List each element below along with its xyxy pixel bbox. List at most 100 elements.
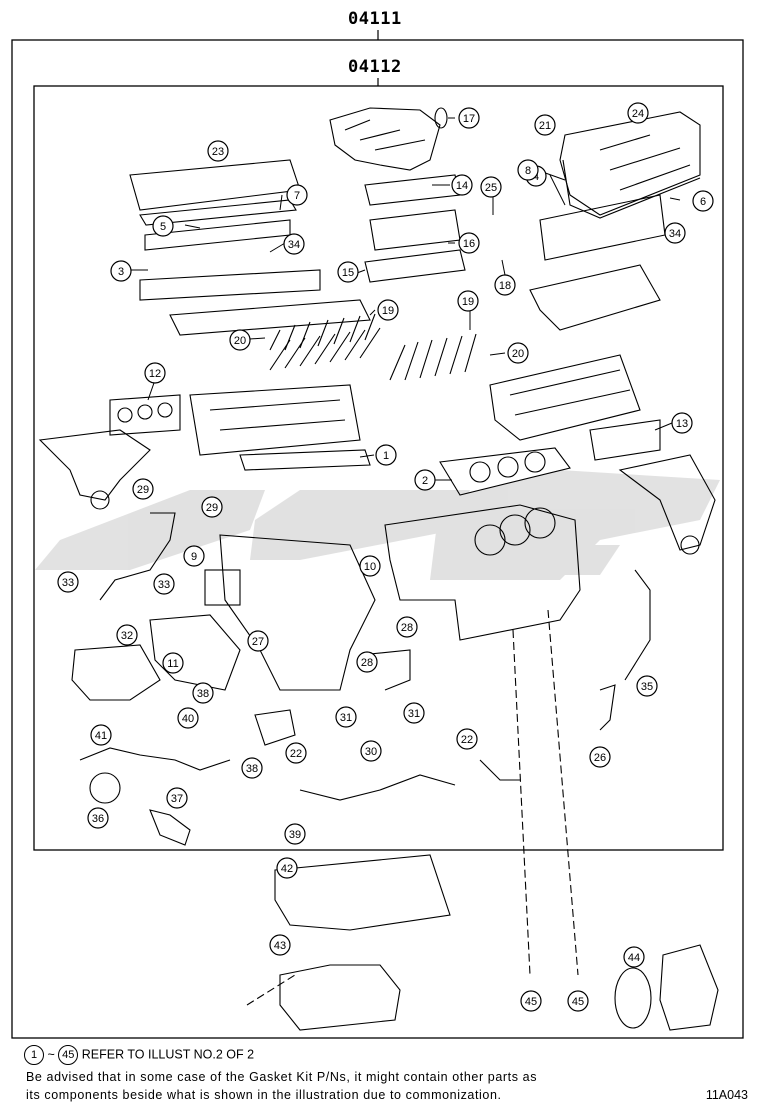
callout-number: 22	[461, 734, 473, 746]
callout-number: 34	[669, 228, 681, 240]
callout-end: 45	[58, 1045, 79, 1065]
callout-number: 40	[182, 713, 194, 725]
callout-number: 30	[365, 746, 377, 758]
callout-number: 11	[167, 658, 178, 670]
callout-circle	[627, 102, 649, 124]
callout-circle	[396, 616, 418, 638]
callout-circle	[692, 190, 714, 212]
callout-number: 19	[462, 296, 474, 308]
inner-kit-frame	[33, 85, 724, 851]
callout-circle	[286, 184, 308, 206]
callout-number: 26	[594, 752, 606, 764]
callout-number: 33	[158, 579, 170, 591]
callout-leaders	[130, 117, 681, 481]
callout-circle	[132, 478, 154, 500]
advice-line-1: Be advised that in some case of the Gask…	[26, 1070, 538, 1084]
callout-circle	[166, 787, 188, 809]
callout-number: 32	[121, 630, 133, 642]
callout-number: 4	[533, 171, 539, 183]
callout-circle	[110, 260, 132, 282]
callout-circle	[57, 571, 79, 593]
callout-circle	[359, 555, 381, 577]
callout-number: 1	[383, 450, 389, 462]
callout-circle	[335, 706, 357, 728]
callout-number: 15	[342, 267, 354, 279]
callout-number: 23	[212, 146, 224, 158]
callout-circle	[247, 630, 269, 652]
callout-circle	[144, 362, 166, 384]
advice-line-2: its components beside what is shown in t…	[26, 1088, 502, 1102]
callout-circle	[360, 740, 382, 762]
callout-circle	[458, 232, 480, 254]
callout-circle	[520, 990, 542, 1012]
callout-number: 13	[676, 418, 688, 430]
callout-group: 1234567891011121314151617181919202021222…	[57, 102, 714, 1012]
callout-circle	[337, 261, 359, 283]
callout-number: 20	[234, 335, 246, 347]
callout-circle	[283, 233, 305, 255]
callout-number: 7	[294, 190, 300, 202]
callout-number: 29	[206, 502, 218, 514]
callout-number: 35	[641, 681, 653, 693]
callout-circle	[494, 274, 516, 296]
callout-circle	[183, 545, 205, 567]
callout-number: 39	[289, 829, 301, 841]
callout-circle	[276, 857, 298, 879]
callout-number: 2	[422, 475, 428, 487]
callout-circle	[285, 742, 307, 764]
callout-number: 45	[525, 996, 537, 1008]
callout-number: 33	[62, 577, 74, 589]
callout-circle	[162, 652, 184, 674]
callout-number: 17	[463, 113, 475, 125]
callout-circle	[507, 342, 529, 364]
callout-circle	[192, 682, 214, 704]
callout-circle	[284, 823, 306, 845]
callout-circle	[152, 215, 174, 237]
callout-circle	[567, 990, 589, 1012]
callout-circle	[356, 651, 378, 673]
callout-circle	[229, 329, 251, 351]
outer-kit-frame	[11, 39, 744, 1039]
callout-number: 43	[274, 940, 286, 952]
callout-number: 38	[197, 688, 209, 700]
callout-number: 45	[572, 996, 584, 1008]
callout-circle	[623, 946, 645, 968]
callout-circle	[457, 290, 479, 312]
callout-number: 36	[92, 813, 104, 825]
callout-number: 22	[290, 748, 302, 760]
callout-circle	[636, 675, 658, 697]
footer-reference: 1 ~ 45 REFER TO ILLUST NO.2 OF 2	[24, 1045, 254, 1065]
part-outlines	[38, 107, 719, 1031]
callout-number: 6	[700, 196, 706, 208]
callout-number: 3	[118, 266, 124, 278]
callout-number: 34	[288, 239, 300, 251]
callout-number: 37	[171, 793, 183, 805]
callout-number: 12	[149, 368, 161, 380]
callout-number: 21	[539, 120, 551, 132]
callout-number: 44	[628, 952, 640, 964]
callout-circle	[456, 728, 478, 750]
callout-number: 29	[137, 484, 149, 496]
callout-circle	[241, 757, 263, 779]
tilde: ~	[47, 1047, 55, 1062]
callout-number: 28	[401, 622, 413, 634]
callout-circle	[589, 746, 611, 768]
callout-circle	[517, 159, 539, 181]
callout-circle	[116, 624, 138, 646]
callout-circle	[375, 444, 397, 466]
callout-number: 42	[281, 863, 293, 875]
kit-inner-number: 04112	[348, 57, 402, 77]
callout-number: 24	[632, 108, 644, 120]
reference-text: REFER TO ILLUST NO.2 OF 2	[81, 1047, 255, 1062]
callout-circle	[534, 114, 556, 136]
callout-circle	[153, 573, 175, 595]
callout-circle	[269, 934, 291, 956]
callout-number: 27	[252, 636, 264, 648]
callout-circle	[414, 469, 436, 491]
callout-number: 16	[463, 238, 475, 250]
diagram-code: 11A043	[705, 1088, 748, 1102]
callout-number: 31	[408, 708, 420, 720]
callout-circle	[201, 496, 223, 518]
